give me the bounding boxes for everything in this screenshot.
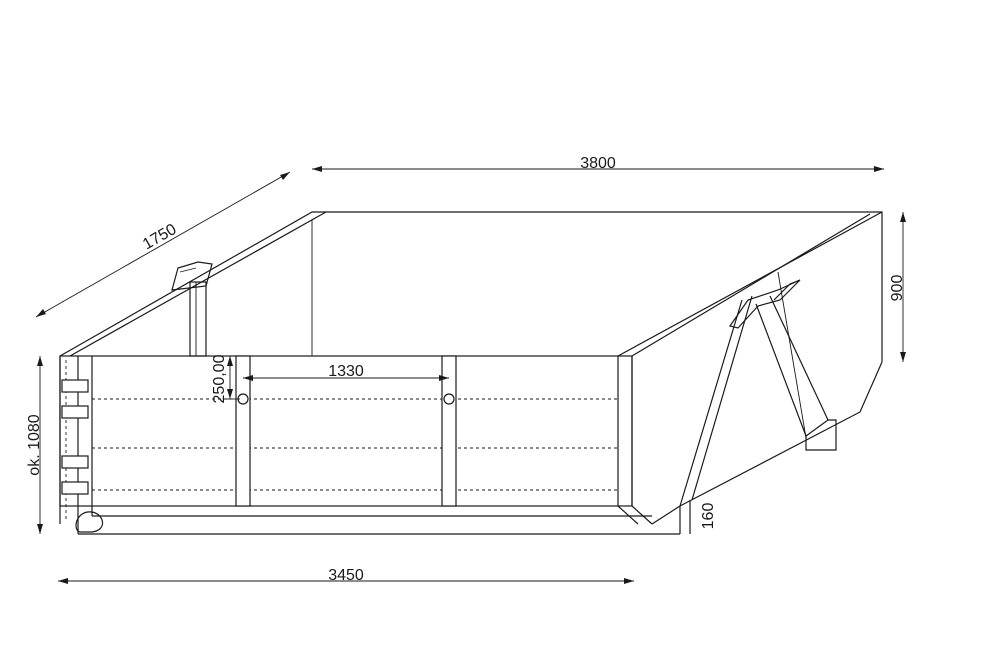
dimension-inner-span: 1330 (243, 363, 449, 381)
dimension-label-end-height: 900 (889, 275, 906, 302)
container-body (59, 211, 883, 535)
dimension-label-top-length: 3800 (580, 155, 616, 172)
dimension-depth: 1750 (35, 171, 291, 318)
dimension-label-bottom-length: 3450 (328, 567, 364, 584)
dimension-base-height: 160 (700, 503, 717, 530)
dimension-label-hook-offset: 250,00 (211, 354, 228, 403)
dimension-label-base-height: 160 (700, 503, 717, 530)
dimension-height-total: ok. 1080 (26, 356, 43, 534)
dimension-top-length: 3800 (312, 155, 884, 172)
dimension-end-height: 900 (889, 212, 906, 362)
dimension-label-depth: 1750 (140, 221, 179, 253)
dimension-label-inner-span: 1330 (328, 363, 364, 380)
dimension-label-height-total: ok. 1080 (26, 414, 43, 475)
dimension-hook-offset: 250,00 (211, 354, 240, 403)
dimension-bottom-length: 3450 (58, 567, 634, 584)
